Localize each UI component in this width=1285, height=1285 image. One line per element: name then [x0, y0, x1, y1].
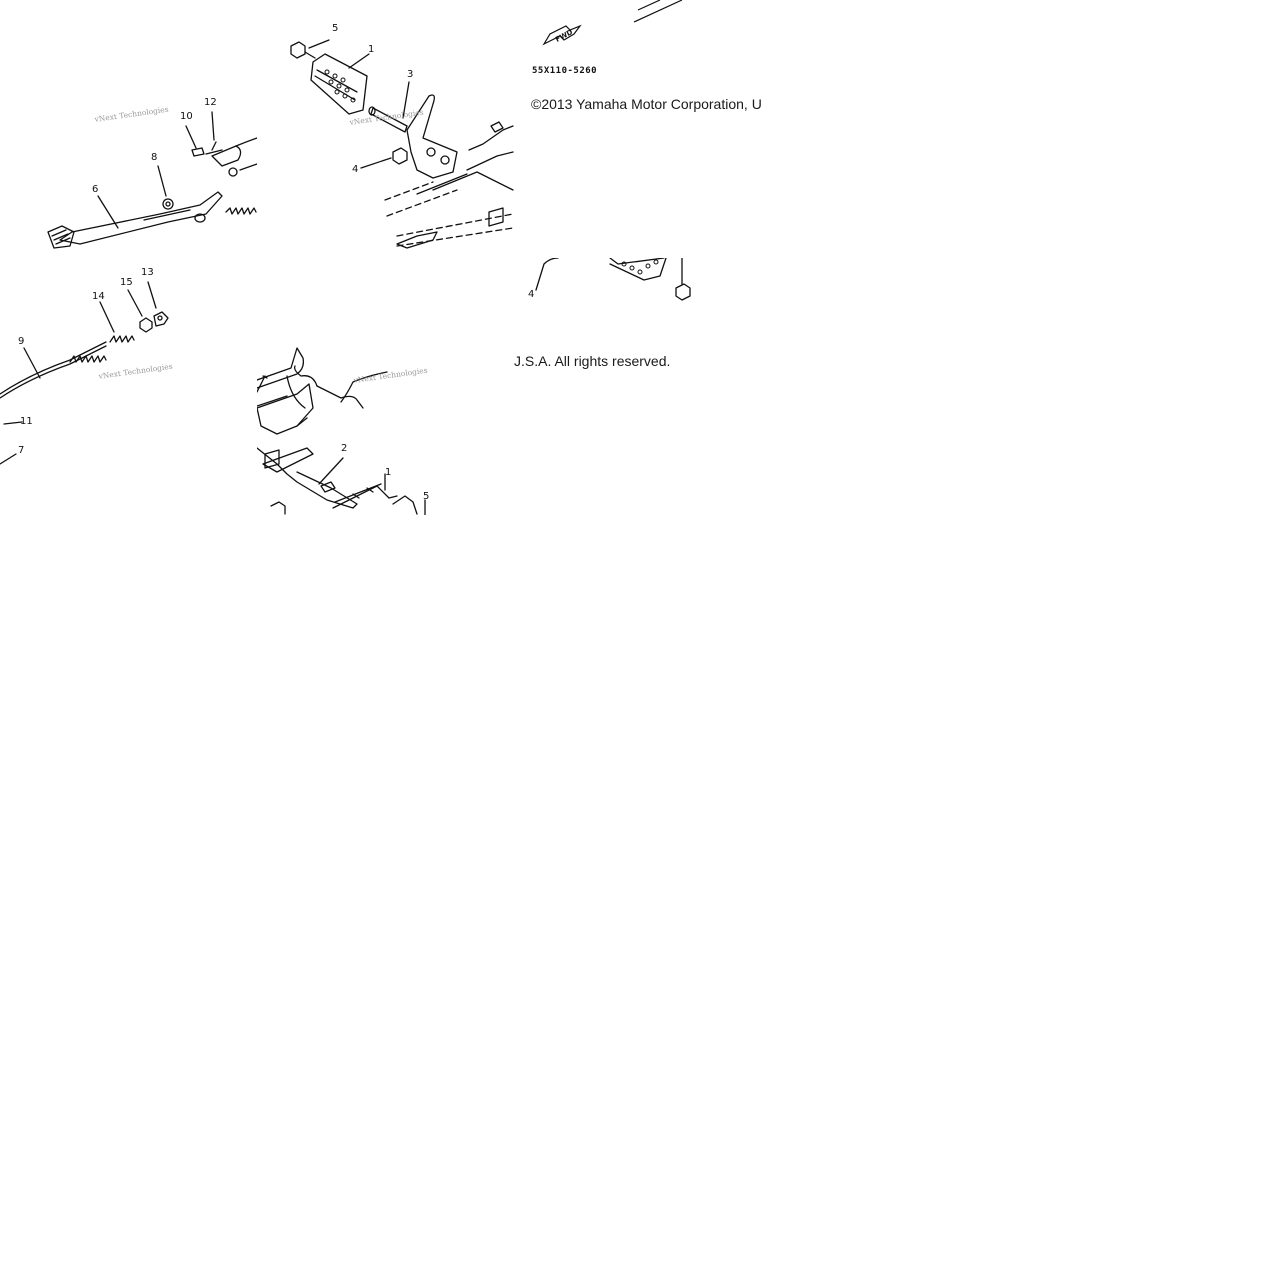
callout-12: 12 [204, 97, 217, 108]
part-code: 55X110-5260 [532, 66, 598, 76]
copyright-line-2: J.S.A. All rights reserved. [514, 353, 671, 369]
callout-4: 4 [528, 289, 535, 300]
shift-rod-drawing [0, 281, 169, 465]
callout-6: 6 [92, 184, 99, 195]
callout-5: 5 [423, 491, 430, 502]
diagram-tile-shift-rod: 14 15 13 9 11 7 vNext Technologies [0, 258, 257, 515]
callout-14: 14 [92, 291, 105, 302]
diagram-tile-copyright-fwd: FWD 55X110-5260 ©2013 Yamaha Motor Corpo… [514, 0, 771, 258]
callout-2: 2 [341, 443, 348, 454]
callout-15: 15 [120, 277, 133, 288]
callout-10: 10 [180, 111, 193, 122]
brake-pedal-drawing [47, 111, 257, 249]
callout-3: 3 [407, 69, 414, 80]
copyright-line-1: ©2013 Yamaha Motor Corporation, U [531, 96, 762, 112]
diagram-tile-left-footrest: 2 1 5 vNext Technologies [257, 258, 514, 515]
diagram-tile-brake-pedal: 12 10 8 6 vNext Technologies [0, 0, 257, 258]
callout-1: 1 [368, 44, 375, 55]
callout-7: 7 [18, 445, 25, 456]
right-footpeg-drawing [535, 258, 691, 301]
callout-11: 11 [20, 416, 33, 427]
callout-5: 5 [332, 23, 339, 34]
callout-4: 4 [352, 164, 359, 175]
diagram-tile-right-footpeg: 4 J.S.A. All rights reserved. [514, 258, 771, 515]
fwd-arrow-drawing: FWD [542, 0, 683, 46]
callout-1: 1 [385, 467, 392, 478]
callout-8: 8 [151, 152, 158, 163]
diagram-tile-footrest-bracket: 5 1 3 4 vNext Technologies [257, 0, 514, 258]
callout-13: 13 [141, 267, 154, 278]
callout-9: 9 [18, 336, 25, 347]
left-footrest-drawing [257, 347, 426, 515]
footrest-bracket-drawing [290, 39, 514, 249]
